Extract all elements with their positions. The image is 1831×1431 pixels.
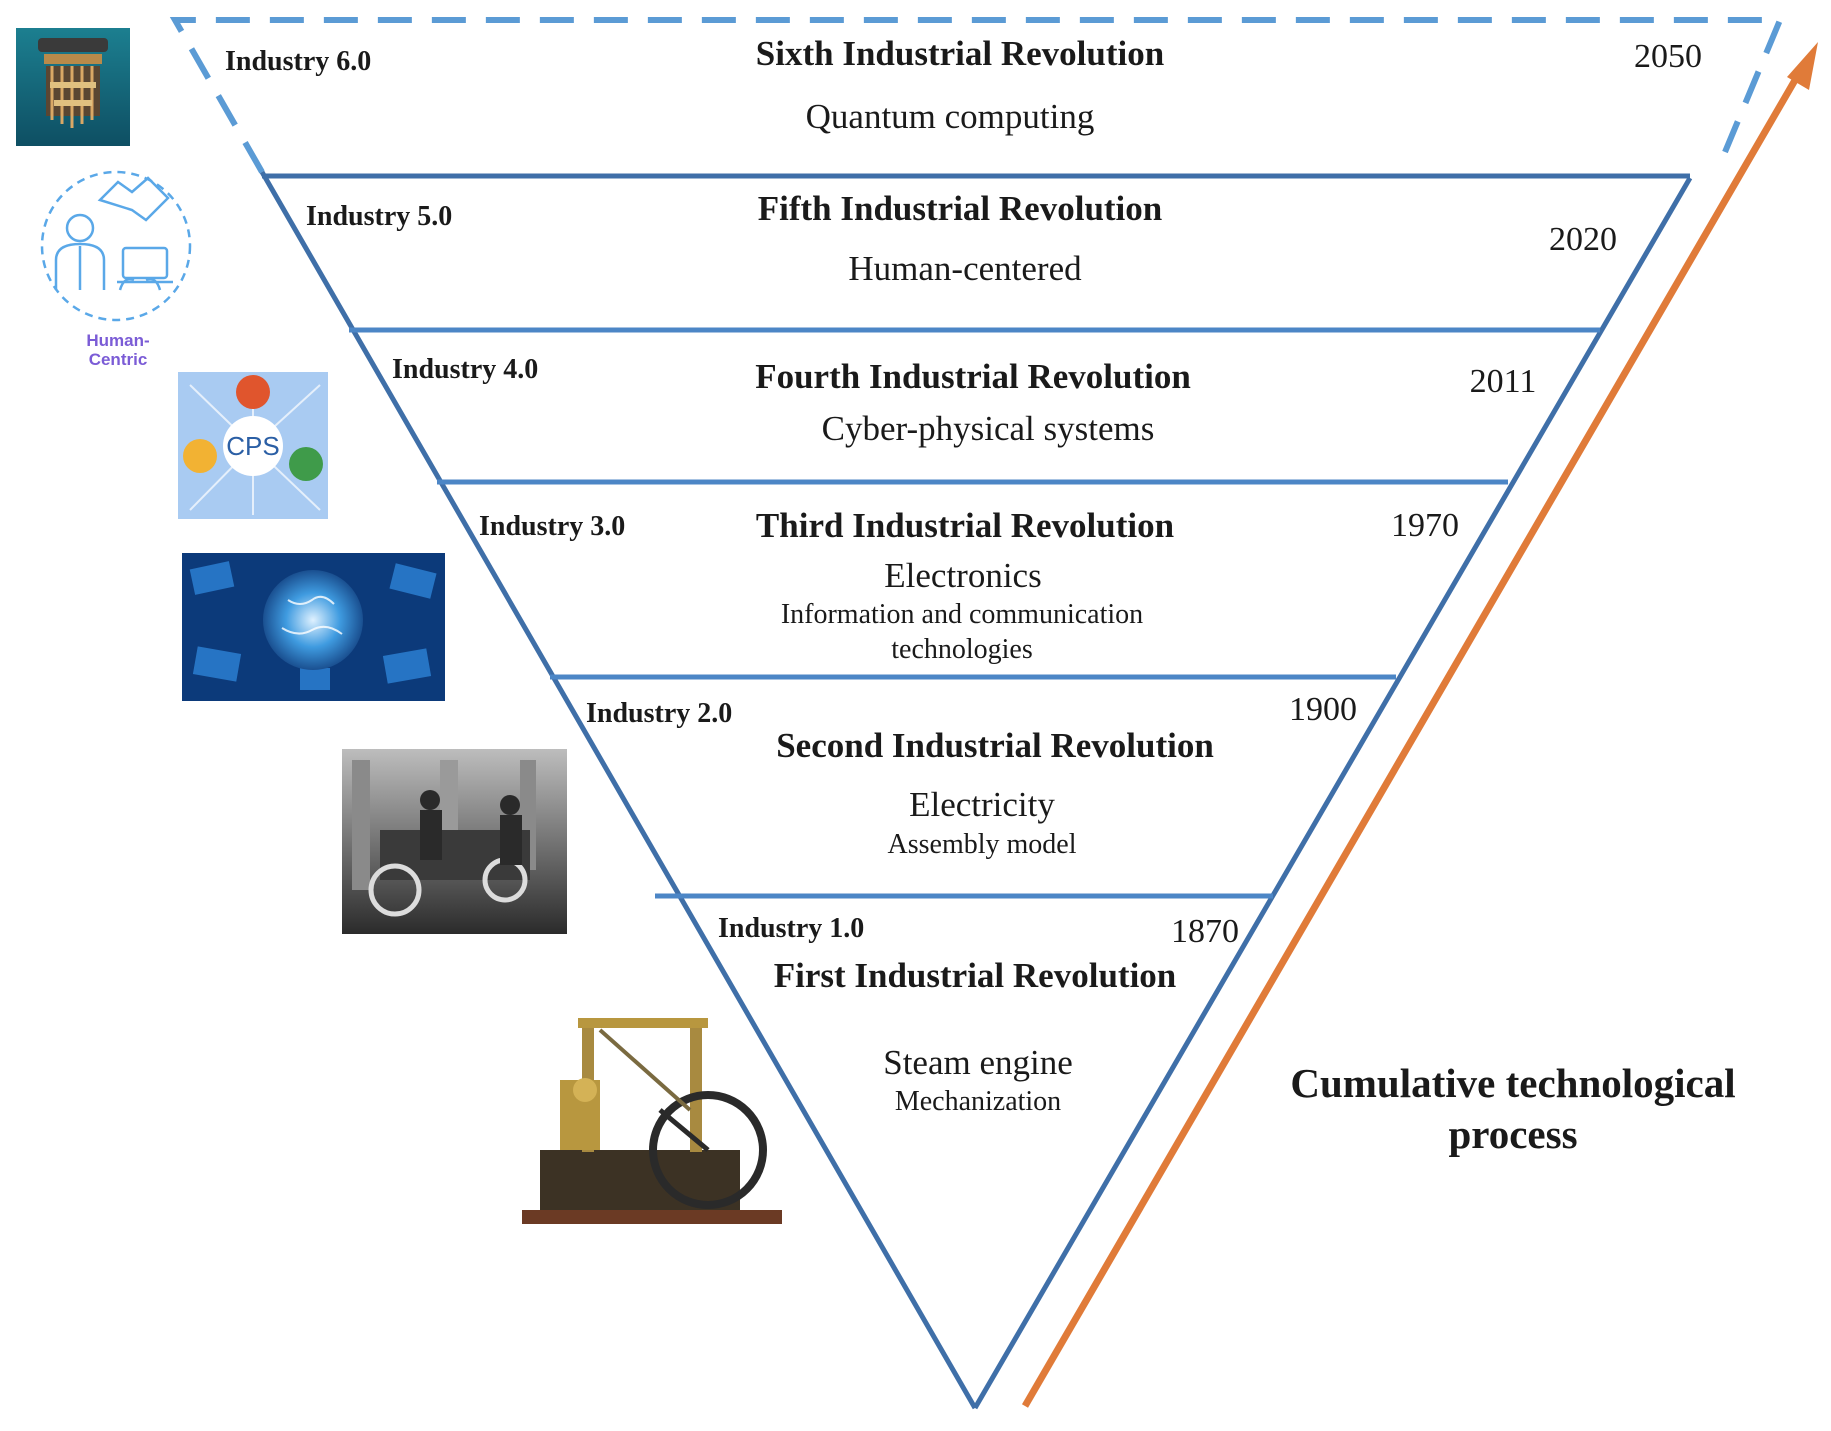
human-centric-label-1: Human- — [86, 331, 149, 350]
revolution-description: Electricity — [909, 785, 1055, 824]
revolution-description: Electronics — [884, 556, 1041, 595]
industry-label: Industry 3.0 — [479, 511, 625, 542]
human-centric-label-2: Centric — [89, 350, 148, 369]
cps-image: CPS — [178, 372, 328, 519]
revolution-description: Cyber-physical systems — [822, 409, 1155, 448]
year-label: 2050 — [1634, 38, 1702, 75]
arrow-shaft — [1021, 73, 1802, 1408]
revolution-description: Steam engine — [883, 1043, 1073, 1082]
arrow-label-line-2: process — [1448, 1111, 1577, 1157]
revolution-title: Sixth Industrial Revolution — [756, 34, 1164, 73]
tier-industry-2: Industry 2.0 Second Industrial Revolutio… — [586, 691, 1357, 860]
steam-engine-image — [522, 1018, 782, 1224]
tier-industry-3: Industry 3.0 Third Industrial Revolution… — [479, 506, 1459, 665]
arrow-head-icon — [1787, 42, 1818, 90]
quantum-computer-image — [16, 28, 130, 146]
revolution-detail: technologies — [891, 634, 1033, 665]
revolution-title: Fourth Industrial Revolution — [755, 357, 1191, 396]
pyramid-left-edge — [259, 170, 978, 1410]
arrow-label-line-1: Cumulative technological — [1290, 1060, 1735, 1106]
revolution-title: Second Industrial Revolution — [776, 726, 1214, 765]
year-label: 1870 — [1171, 913, 1239, 950]
year-label: 1970 — [1391, 507, 1459, 544]
year-label: 1900 — [1289, 691, 1357, 728]
tier-industry-4: Industry 4.0 Fourth Industrial Revolutio… — [392, 354, 1536, 448]
revolution-detail: Mechanization — [895, 1086, 1061, 1117]
revolution-detail: Information and communication — [781, 599, 1143, 630]
year-label: 2020 — [1549, 221, 1617, 258]
dashed-top-outline — [169, 17, 1785, 174]
revolution-description: Human-centered — [848, 249, 1082, 288]
cumulative-arrow — [1021, 42, 1818, 1408]
revolution-title: Third Industrial Revolution — [756, 506, 1174, 545]
assembly-line-photo — [342, 749, 567, 934]
revolution-description: Quantum computing — [806, 97, 1095, 136]
revolution-title: First Industrial Revolution — [774, 956, 1177, 995]
pyramid-right-edge — [972, 176, 1693, 1410]
industry-label: Industry 1.0 — [718, 913, 864, 944]
inverted-pyramid — [169, 17, 1785, 1410]
tier-industry-1: Industry 1.0 First Industrial Revolution… — [718, 913, 1239, 1117]
revolution-detail: Assembly model — [888, 829, 1077, 860]
industry-label: Industry 6.0 — [225, 46, 371, 77]
cps-label: CPS — [226, 431, 279, 461]
ict-globe-image — [182, 553, 445, 701]
industry-label: Industry 4.0 — [392, 354, 538, 385]
human-centric-icon — [40, 170, 192, 322]
revolution-title: Fifth Industrial Revolution — [758, 189, 1163, 228]
industry-label: Industry 5.0 — [306, 201, 452, 232]
year-label: 2011 — [1470, 363, 1537, 400]
tier-industry-5: Industry 5.0 Fifth Industrial Revolution… — [306, 189, 1617, 288]
tier-industry-6: Industry 6.0 Sixth Industrial Revolution… — [225, 34, 1702, 136]
industry-label: Industry 2.0 — [586, 698, 732, 729]
